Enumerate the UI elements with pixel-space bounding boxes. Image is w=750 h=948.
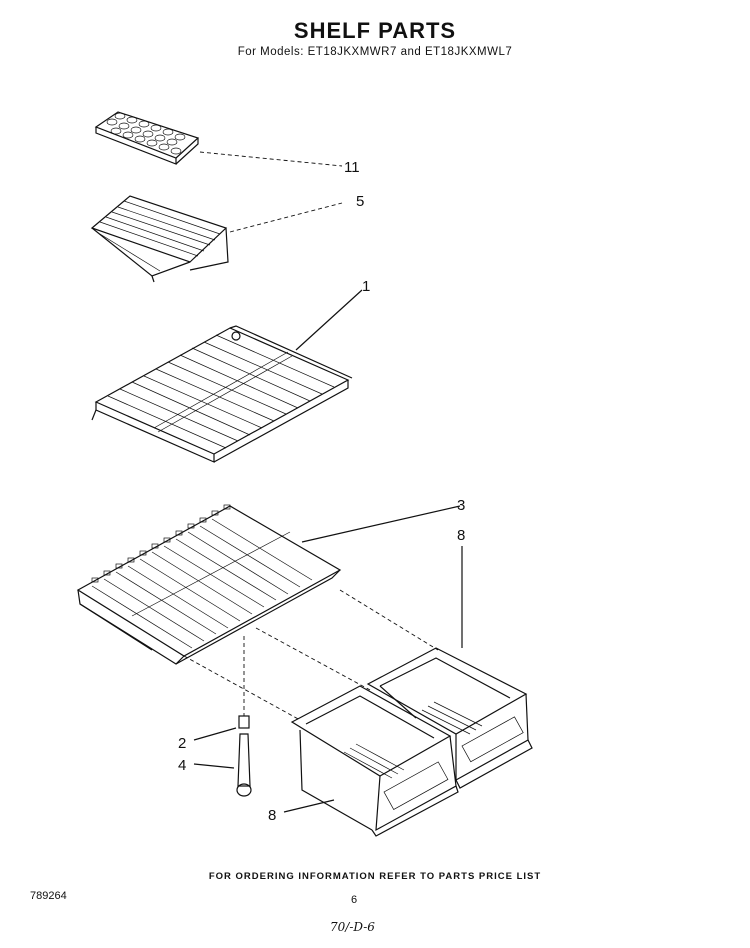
projection-line-b xyxy=(255,627,371,691)
model-number-2: ET18JKXMWL7 xyxy=(424,46,513,58)
handwritten-code: 70/-D-6 xyxy=(330,920,375,934)
callout-8-right: 8 xyxy=(457,527,465,544)
page-title: SHELF PARTS xyxy=(293,18,457,43)
callout-3: 3 xyxy=(457,497,465,514)
leader-line-8-left xyxy=(283,799,335,813)
crisper-cover-shelf-drawing xyxy=(76,504,342,665)
small-wire-shelf-drawing xyxy=(90,195,229,283)
models-line: For Models: ET18JKXMWR7 and ET18JKXMWL7 xyxy=(0,46,750,58)
leader-line-2 xyxy=(193,727,237,741)
shelf-glide-drawing xyxy=(236,636,252,797)
leader-line-3 xyxy=(301,505,461,543)
page-number: 6 xyxy=(351,894,358,906)
right-crisper-pan-drawing xyxy=(366,647,533,789)
models-joiner: and xyxy=(400,46,422,58)
projection-line-c xyxy=(339,589,439,651)
callout-4: 4 xyxy=(178,757,186,774)
leader-line-5 xyxy=(229,202,343,233)
models-prefix: For Models: xyxy=(237,46,304,58)
reference-number: 789264 xyxy=(30,890,67,902)
callout-8-left: 8 xyxy=(268,807,276,824)
callout-1: 1 xyxy=(362,278,370,295)
projection-line-a xyxy=(183,655,301,721)
model-number-1: ET18JKXMWR7 xyxy=(307,46,397,58)
ice-cube-tray-drawing xyxy=(94,111,200,165)
callout-2: 2 xyxy=(178,735,186,752)
leader-line-1 xyxy=(295,289,363,351)
left-crisper-pan-drawing xyxy=(290,685,459,837)
full-width-wire-shelf-drawing xyxy=(91,325,353,463)
leader-line-11 xyxy=(199,151,343,167)
callout-11: 11 xyxy=(344,159,360,176)
ordering-note: FOR ORDERING INFORMATION REFER TO PARTS … xyxy=(208,871,542,882)
callout-5: 5 xyxy=(356,193,364,210)
leader-line-4 xyxy=(193,763,235,769)
